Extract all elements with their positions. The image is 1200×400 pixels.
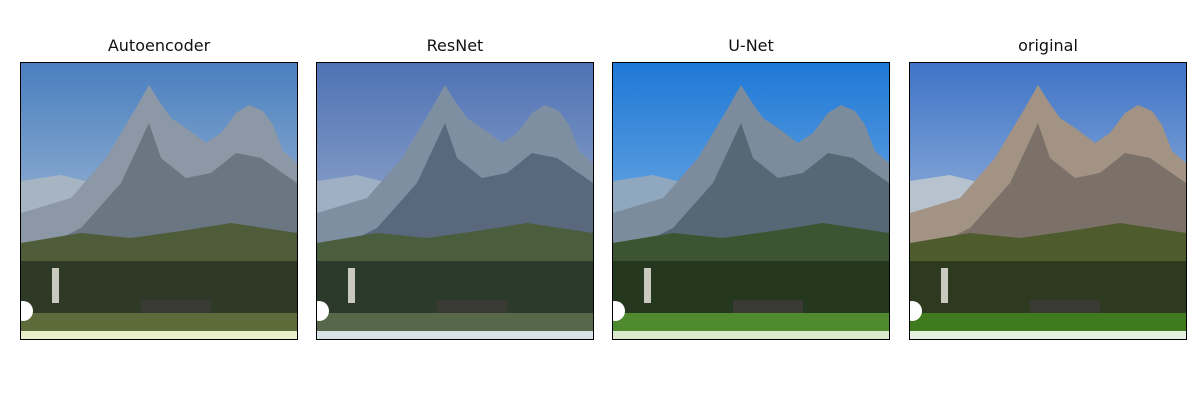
image-frame <box>20 62 298 340</box>
church-tower <box>644 268 651 303</box>
white-blob <box>317 301 329 321</box>
mountain-image <box>910 63 1186 339</box>
image-frame <box>612 62 890 340</box>
bottom-strip <box>317 331 593 339</box>
meadow <box>613 313 889 331</box>
church-tower <box>52 268 59 303</box>
image-frame <box>909 62 1187 340</box>
panel-resnet: ResNet <box>316 0 594 400</box>
building <box>141 300 211 314</box>
panel-title: U-Net <box>728 36 774 55</box>
white-blob <box>613 301 625 321</box>
image-frame <box>316 62 594 340</box>
building <box>733 300 803 314</box>
mountain-image <box>613 63 889 339</box>
meadow <box>317 313 593 331</box>
mountain-image <box>21 63 297 339</box>
church-tower <box>348 268 355 303</box>
building <box>1030 300 1100 314</box>
panel-autoencoder: Autoencoder <box>20 0 298 400</box>
panel-title: original <box>1018 36 1078 55</box>
bottom-strip <box>910 331 1186 339</box>
panel-unet: U-Net <box>612 0 890 400</box>
white-blob <box>910 301 922 321</box>
panel-original: original <box>909 0 1187 400</box>
mountain-image <box>317 63 593 339</box>
church-tower <box>941 268 948 303</box>
bottom-strip <box>21 331 297 339</box>
building <box>437 300 507 314</box>
panel-title: ResNet <box>426 36 484 55</box>
meadow <box>21 313 297 331</box>
meadow <box>910 313 1186 331</box>
bottom-strip <box>613 331 889 339</box>
panel-title: Autoencoder <box>107 36 211 55</box>
white-blob <box>21 301 33 321</box>
